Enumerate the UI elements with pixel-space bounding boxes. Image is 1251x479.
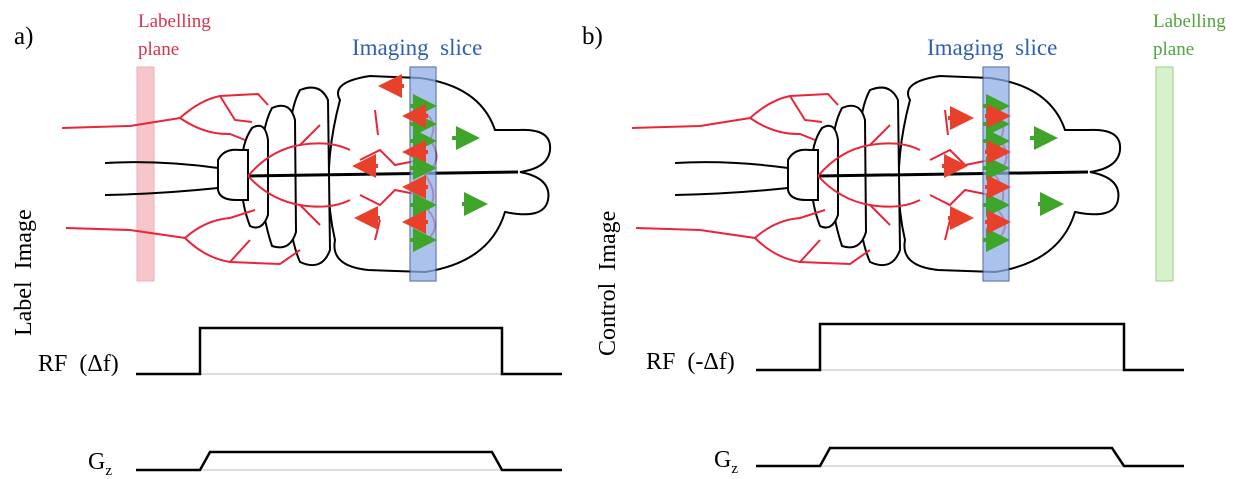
gz-label-b-sub: z <box>731 461 739 477</box>
gz-trace-b <box>756 446 1184 468</box>
rf-trace-b <box>756 322 1184 372</box>
control-image-title: Control Image <box>595 210 621 356</box>
labelling-plane-a-label-line2: plane <box>138 39 180 60</box>
labelling-plane-b-label-line2: plane <box>1153 39 1195 60</box>
gz-trace-a <box>136 450 562 472</box>
imaging-slice-b-label: Imaging slice <box>927 35 1058 60</box>
labelling-plane-b-label-line1: Labelling <box>1153 11 1226 32</box>
rf-label-a: RF (Δf) <box>38 351 119 377</box>
gz-label-b: Gz <box>714 448 738 477</box>
label-image-title: Label Image <box>11 209 37 336</box>
gz-label-a-sub: z <box>105 463 113 479</box>
panel-b-letter: b) <box>582 23 603 50</box>
gz-label-a-main: G <box>88 449 106 475</box>
rf-trace-a <box>136 326 562 376</box>
gz-label-a: Gz <box>88 450 112 479</box>
flow-arrows-a <box>352 74 488 252</box>
labelling-plane-b <box>1155 66 1174 282</box>
panel-a-letter: a) <box>14 23 34 50</box>
labelling-plane-a-label-line1: Labelling <box>138 11 211 32</box>
flow-arrows-b <box>942 94 1064 252</box>
panel-a <box>61 66 562 472</box>
gz-label-b-main: G <box>714 447 732 473</box>
labelling-plane-a <box>136 66 155 282</box>
midline-a <box>247 170 519 178</box>
imaging-slice-a-label: Imaging slice <box>352 35 483 60</box>
panel-b <box>631 66 1184 468</box>
imaging-slice-a <box>409 66 437 282</box>
imaging-slice-b <box>982 66 1010 282</box>
rf-label-b: RF (-Δf) <box>646 349 735 375</box>
